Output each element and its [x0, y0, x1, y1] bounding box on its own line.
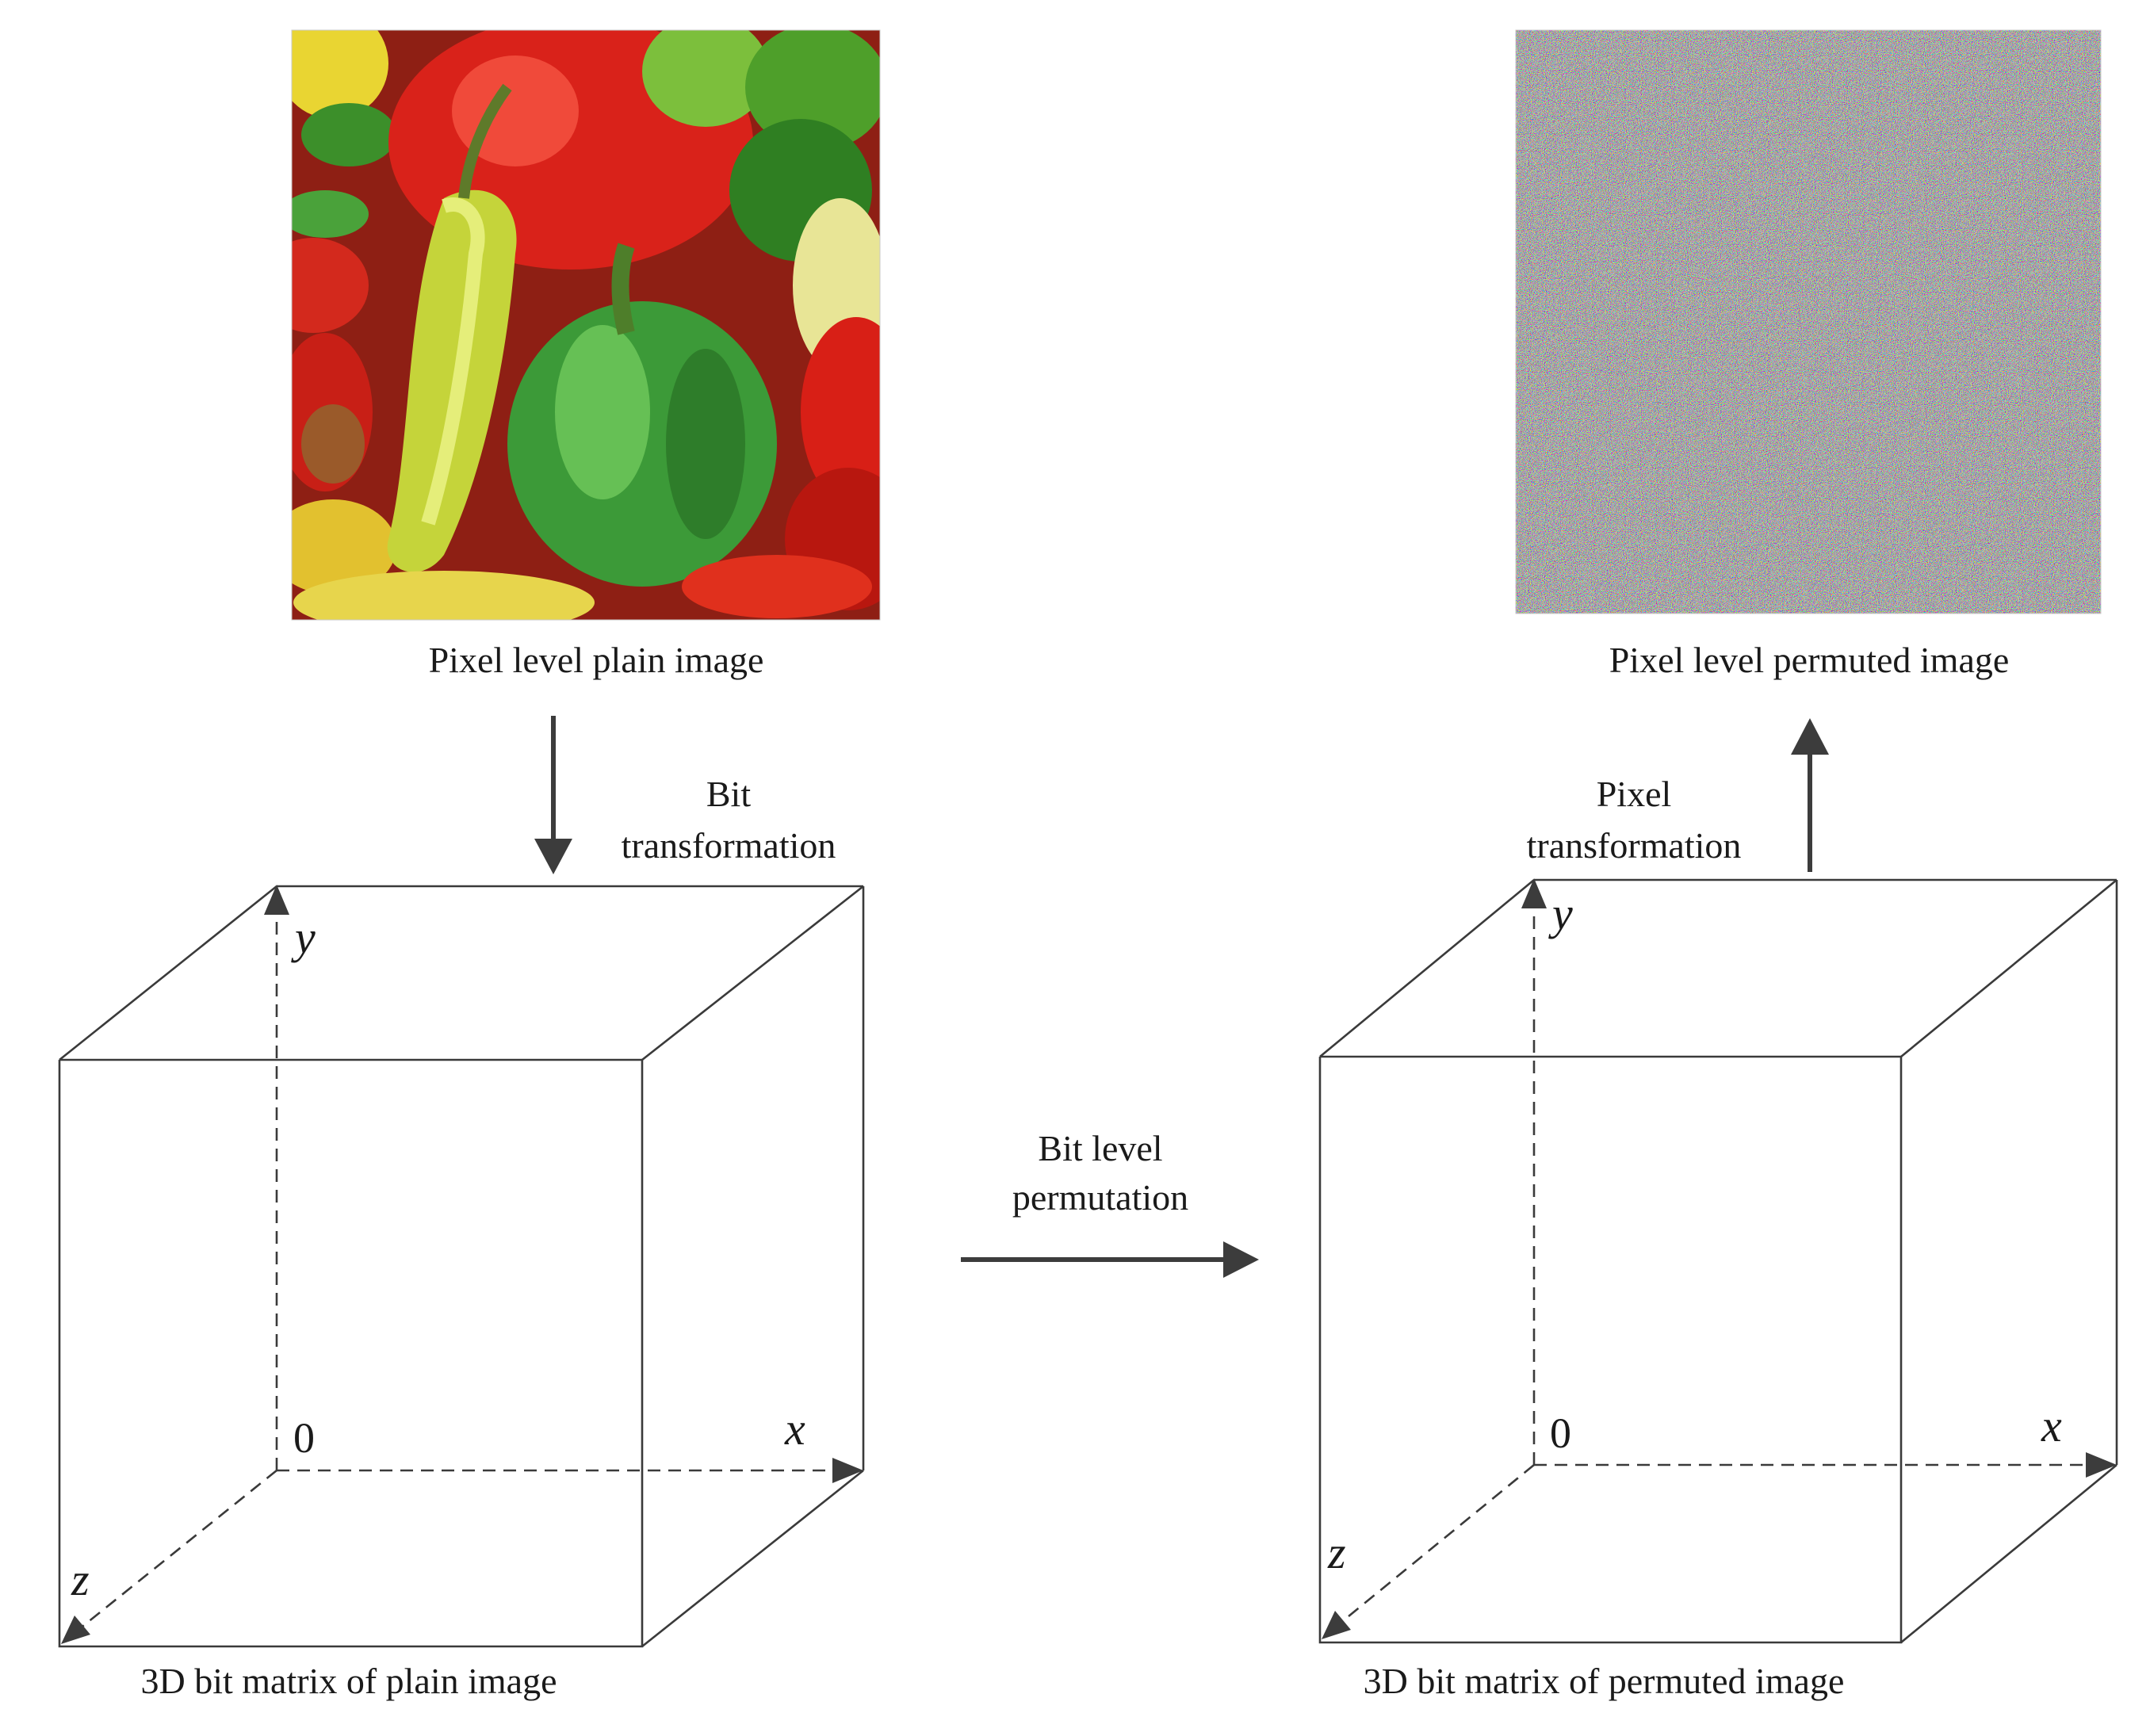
plain-cube-x-label: x [784, 1403, 805, 1455]
bit-transformation-label-line1: Bit [706, 774, 751, 814]
z-axis-arrowhead [61, 1616, 90, 1644]
x-axis-arrowhead [2086, 1452, 2117, 1478]
permuted-cube-x-label: x [2041, 1400, 2062, 1451]
bit-level-permutation-label-line2: permutation [1012, 1177, 1188, 1218]
bit-transformation-arrow [534, 716, 572, 874]
plain-cube-y-label: y [291, 912, 316, 963]
pixel-transformation-label-line2: transformation [1527, 825, 1742, 866]
x-axis-arrowhead [832, 1458, 863, 1483]
bit-level-permutation-arrow [961, 1241, 1259, 1278]
bit-transformation-label-line2: transformation [622, 825, 836, 866]
bit-level-permutation-label-line1: Bit level [1038, 1128, 1162, 1168]
plain-bit-matrix-cube [58, 885, 865, 1648]
plain-matrix-caption: 3D bit matrix of plain image [140, 1661, 557, 1701]
plain-cube-origin-label: 0 [293, 1414, 315, 1462]
plain-image-caption: Pixel level plain image [429, 640, 764, 680]
permuted-matrix-caption: 3D bit matrix of permuted image [1364, 1661, 1845, 1701]
y-axis-arrowhead [264, 885, 289, 915]
permuted-bit-matrix-cube [1318, 878, 2118, 1644]
permuted-cube-z-label: z [1327, 1527, 1346, 1578]
permuted-image-caption: Pixel level permuted image [1609, 640, 2010, 680]
z-axis-arrowhead [1322, 1611, 1351, 1639]
permuted-cube-y-label: y [1548, 888, 1573, 939]
plain-image [292, 30, 880, 620]
pixel-transformation-label-line1: Pixel [1597, 774, 1672, 814]
permuted-cube-origin-label: 0 [1550, 1409, 1571, 1457]
y-axis-arrowhead [1521, 878, 1547, 908]
plain-cube-z-label: z [71, 1554, 90, 1605]
permuted-image [1516, 30, 2101, 614]
pixel-transformation-arrow [1791, 718, 1829, 872]
